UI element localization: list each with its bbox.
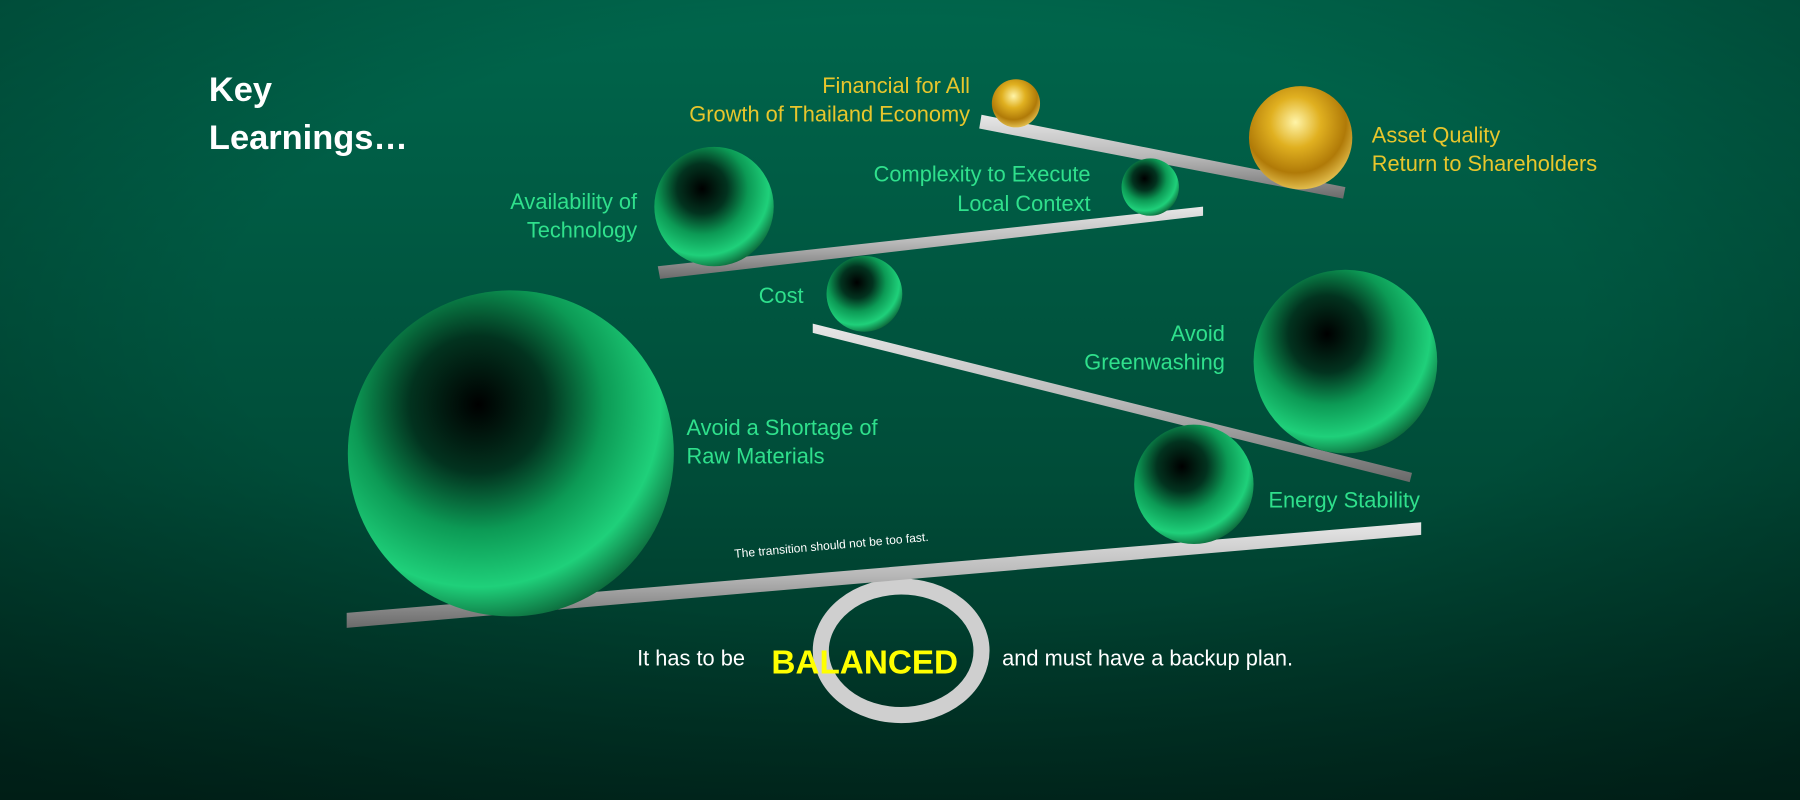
label-financial-for-all: Financial for All	[822, 73, 970, 98]
label-cost: Cost	[759, 283, 804, 308]
green-ball-energy	[1134, 424, 1254, 545]
label-shortage-1: Avoid a Shortage of	[686, 415, 878, 440]
plank-second	[657, 206, 1204, 279]
green-ball-technology	[654, 146, 774, 267]
label-availability-2: Technology	[527, 218, 637, 243]
title-line-2: Learnings…	[209, 119, 408, 157]
label-avoid: Avoid	[1171, 321, 1225, 346]
label-local-context: Local Context	[957, 191, 1090, 216]
gold-ball-large	[1248, 86, 1353, 190]
green-ball-cost	[826, 255, 903, 332]
label-return-shareholders: Return to Shareholders	[1372, 151, 1597, 176]
green-ball-greenwashing	[1253, 269, 1438, 454]
plank-bottom	[346, 522, 1422, 628]
label-asset-quality: Asset Quality	[1372, 122, 1501, 147]
label-energy-stability: Energy Stability	[1268, 487, 1420, 512]
footer-emphasis: BALANCED	[771, 645, 958, 682]
label-availability-1: Availability of	[510, 189, 638, 214]
label-shortage-2: Raw Materials	[686, 444, 824, 469]
footer-prefix: It has to be	[637, 646, 745, 671]
footer-suffix: and must have a backup plan.	[1002, 646, 1293, 671]
plank-top	[979, 114, 1346, 199]
label-complexity: Complexity to Execute	[874, 161, 1091, 186]
label-growth-thailand: Growth of Thailand Economy	[689, 102, 970, 127]
title-line-1: Key	[209, 71, 272, 109]
fulcrum-ring	[812, 578, 990, 724]
label-greenwashing: Greenwashing	[1084, 350, 1225, 375]
plank-third	[812, 323, 1412, 483]
green-ball-fulcrum-top	[1121, 158, 1179, 216]
green-ball-raw-materials	[347, 290, 674, 617]
gold-ball-small	[991, 79, 1041, 128]
